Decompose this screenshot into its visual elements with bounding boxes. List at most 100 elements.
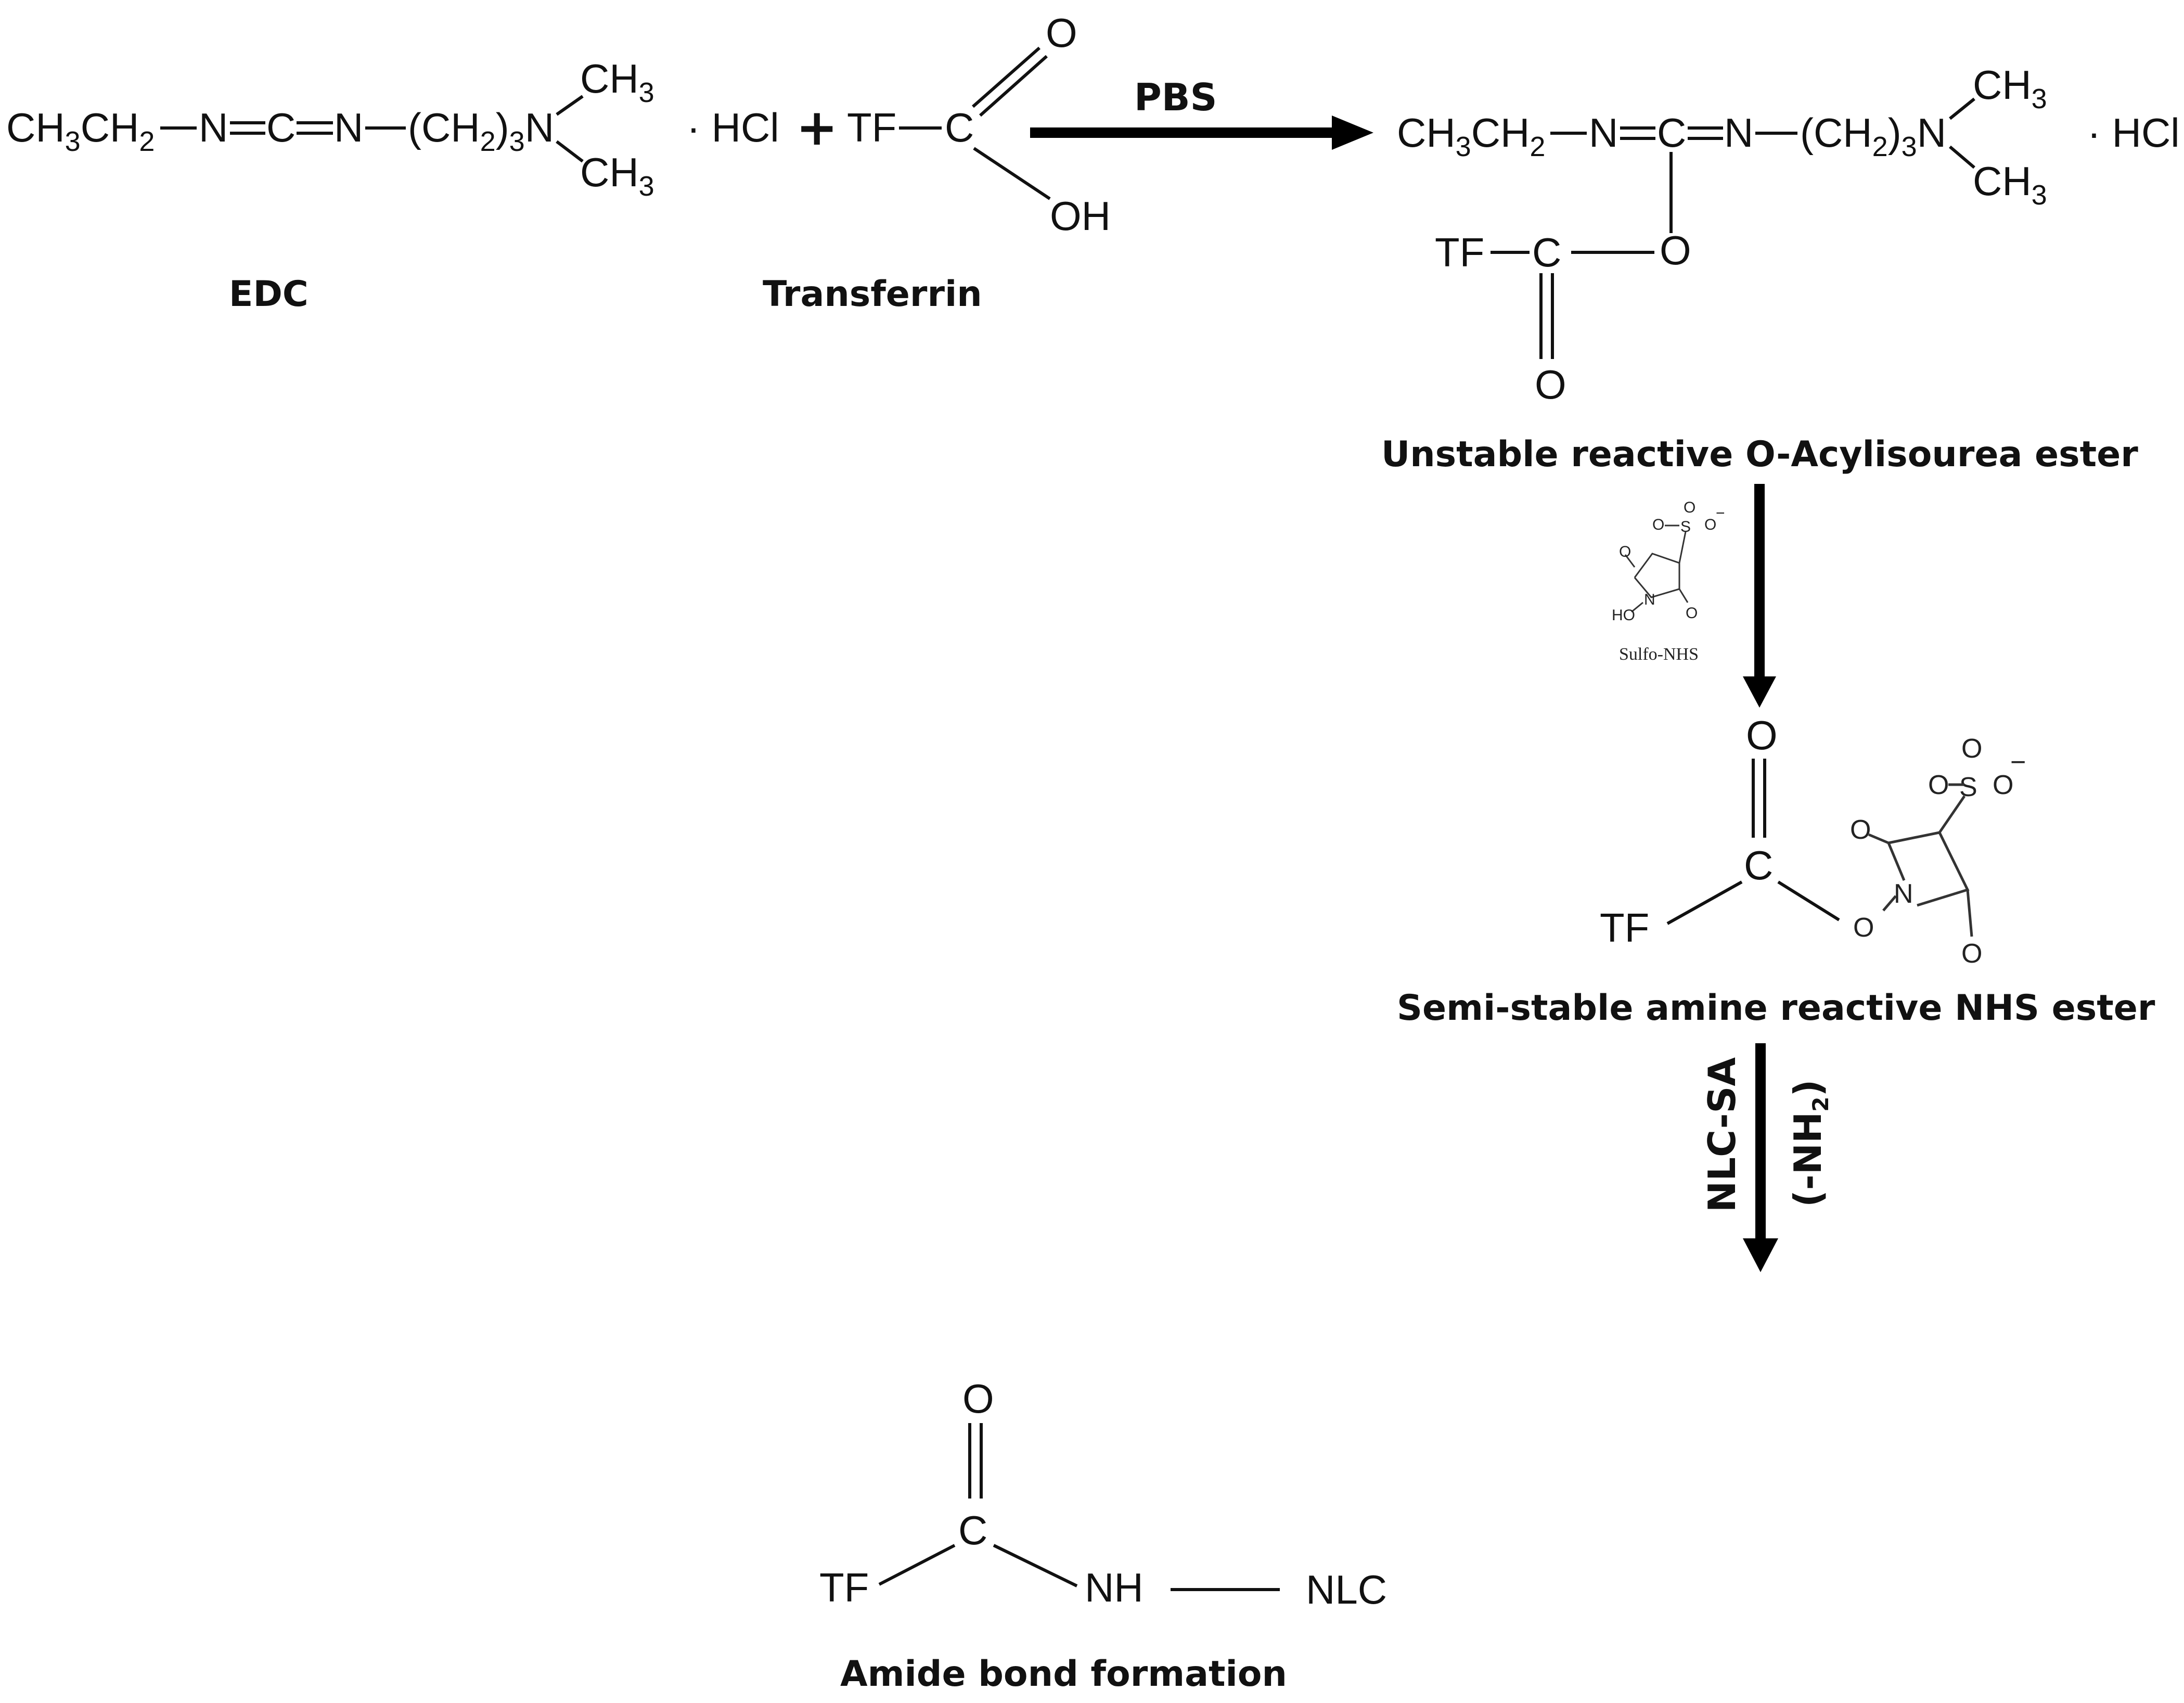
sulfo-bond-s (1678, 531, 1687, 564)
int-ch2: CH (1471, 110, 1530, 156)
nlc-arrow-head (1743, 1238, 1778, 1272)
int-tf: TF (1435, 229, 1484, 275)
int-bond-me2 (1949, 145, 1975, 169)
int-o-bridge: O (1660, 227, 1691, 273)
int-salt: · HCl (2087, 110, 2180, 156)
sulfo-ho: HO (1612, 607, 1635, 624)
nhs-o-ring2: O (1961, 939, 1982, 969)
svg-text:CH3CH2: CH3CH2 (1397, 110, 1545, 162)
intermediate-label: Unstable reactive O-Acylisourea ester (1381, 434, 2138, 475)
edc-me1-sub: 3 (639, 77, 654, 108)
edc-paren: ) (496, 105, 509, 150)
nhs-bond-tf (1666, 880, 1743, 925)
svg-text:CH3: CH3 (1973, 62, 2047, 114)
int-o-carbonyl: O (1535, 362, 1566, 407)
sulfo-nhs-structure: S O O O − O O N HO Sulfo-NHS (1612, 499, 1725, 664)
nhs-n: N (1894, 879, 1913, 909)
int-me1-sub: 3 (2032, 83, 2047, 114)
int-sub3: 3 (1456, 131, 1471, 162)
sulfo-nhs-name: Sulfo-NHS (1619, 645, 1699, 664)
sulfo-o1: O (1652, 516, 1664, 533)
edc-n2: N (334, 105, 363, 150)
edc-ch2-group: (CH (408, 105, 480, 150)
tf-label-atom: TF (847, 105, 896, 150)
amide-tf: TF (819, 1565, 869, 1610)
nhs-o3: O (1993, 770, 2013, 800)
nh2-group: (-NH (1786, 1112, 1830, 1207)
intermediate-structure: CH3CH2 N C N (CH2)3N CH3 CH3 · HCl O C T… (1397, 62, 2180, 407)
nhs-minus: − (2010, 747, 2026, 777)
nhs-co1 (1868, 833, 1889, 844)
nhs-co2 (1966, 889, 1973, 937)
svg-text:CH3: CH3 (580, 56, 654, 108)
svg-text:CH3: CH3 (1973, 158, 2047, 211)
int-ch: CH (1397, 110, 1456, 156)
edc-sub3b: 3 (509, 126, 525, 157)
nhs-bond-o (1777, 880, 1840, 921)
nh2-close: ) (1786, 1080, 1830, 1097)
sulfo-co2 (1678, 588, 1689, 603)
nhs-o-link: O (1853, 913, 1874, 943)
sulfo-o3: O (1704, 516, 1716, 533)
int-c: C (1657, 110, 1686, 156)
int-bond-me1 (1949, 97, 1975, 120)
sulfo-o2: O (1684, 499, 1695, 516)
svg-text:(-NH2): (-NH2) (1786, 1080, 1833, 1207)
nhs-o1: O (1928, 770, 1949, 800)
sulfo-o4: O (1619, 543, 1631, 560)
tf-o-atom: O (1046, 10, 1077, 56)
amide-nh: NH (1085, 1565, 1144, 1610)
amide-bond-nh (993, 1544, 1078, 1587)
sulfo-co1 (1624, 554, 1636, 568)
tf-bond-oh (973, 147, 1051, 200)
transferrin-label: Transferrin (763, 274, 982, 315)
amide-nlc: NLC (1306, 1567, 1387, 1612)
edc-me1: CH (580, 56, 639, 101)
svg-text:(CH2)3N: (CH2)3N (1800, 110, 1946, 162)
int-n3: N (1917, 110, 1946, 156)
amide-o: O (962, 1376, 994, 1422)
nhs-bond-s (1938, 795, 1966, 834)
int-sub2: 2 (1530, 131, 1545, 162)
sulfo-o5: O (1686, 605, 1698, 622)
nhs-o-ring1: O (1850, 815, 1871, 845)
edc-n3: N (525, 105, 554, 150)
int-ch2-group: (CH (1800, 110, 1872, 156)
int-sub3b: 3 (1902, 131, 1917, 162)
tf-double-1 (972, 46, 1040, 108)
int-ch2-sub: 2 (1872, 131, 1888, 162)
nh2-sub: 2 (1808, 1096, 1833, 1111)
edc-ch: CH (6, 105, 65, 150)
nhs-tf: TF (1600, 905, 1649, 951)
nhs-ester-structure: O C TF O N O O S O O O − (1600, 712, 2026, 969)
pbs-arrow-head (1332, 116, 1373, 150)
transferrin-structure: TF C O OH (847, 10, 1111, 239)
svg-text:CH3: CH3 (580, 149, 654, 202)
int-paren: ) (1888, 110, 1902, 156)
nhs-c: C (1744, 842, 1773, 888)
int-n2: N (1724, 110, 1753, 156)
nlc-sa-reagent: NLC-SA (1700, 1057, 1744, 1212)
sulfo-nhs-arrow-head (1743, 676, 1776, 708)
edc-me2-sub: 3 (639, 171, 654, 202)
nhs-ester-label: Semi-stable amine reactive NHS ester (1397, 988, 2155, 1029)
edc-ch2: CH (81, 105, 139, 150)
int-n1: N (1589, 110, 1618, 156)
tf-double-2 (979, 55, 1048, 117)
nhs-n-o (1882, 895, 1897, 912)
nhs-o-top: O (1746, 712, 1778, 758)
edc-ch2-sub: 2 (480, 126, 496, 157)
svg-text:CH3CH2: CH3CH2 (6, 105, 155, 157)
amide-bond-tf (878, 1544, 956, 1586)
int-me2-sub: 3 (2032, 180, 2047, 211)
edc-label: EDC (229, 274, 309, 315)
edc-bond-me2 (556, 140, 584, 163)
int-c-acyl: C (1532, 229, 1561, 275)
edc-sub2: 2 (139, 126, 155, 157)
tf-c-atom: C (945, 105, 974, 150)
sulfo-minus: − (1716, 505, 1725, 522)
sulfo-ring (1634, 553, 1680, 598)
edc-c: C (266, 105, 296, 150)
nhs-s: S (1959, 772, 1977, 802)
